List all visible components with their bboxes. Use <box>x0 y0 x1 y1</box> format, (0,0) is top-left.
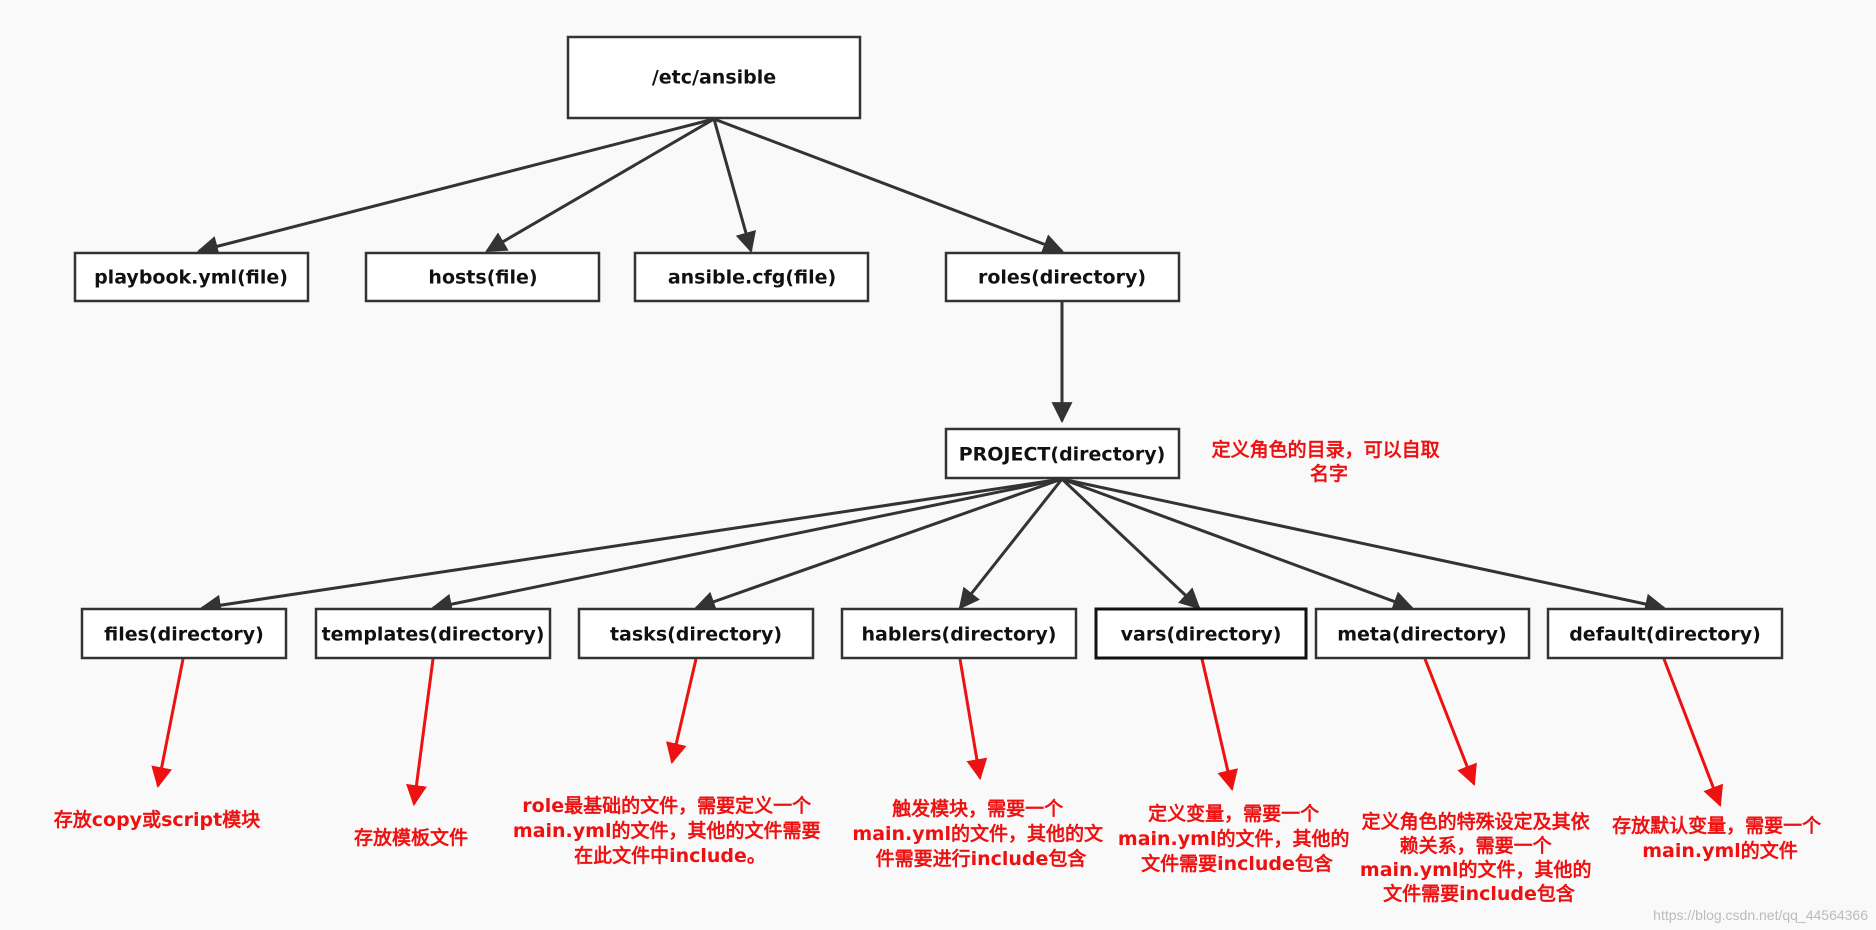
edge-project-tasks <box>694 477 1063 612</box>
node-vars-label: vars(directory) <box>1121 624 1282 646</box>
node-default-label: default(directory) <box>1569 624 1761 646</box>
hablers-note-line: main.yml的文件，其他的文 <box>852 822 1104 845</box>
node-hablers: hablers(directory) <box>840 607 1078 660</box>
node-templates-label: templates(directory) <box>322 624 545 646</box>
note-arrow-hablers <box>958 658 988 781</box>
default-note-line: 存放默认变量，需要一个 <box>1612 814 1822 837</box>
vars-note: 定义变量，需要一个 main.yml的文件，其他的 文件需要include包含 <box>1118 802 1356 875</box>
node-roles-label: roles(directory) <box>978 267 1146 289</box>
node-default: default(directory) <box>1546 607 1784 660</box>
note-arrow-tasks <box>666 658 698 765</box>
node-tasks: tasks(directory) <box>577 607 815 660</box>
node-project-label: PROJECT(directory) <box>959 444 1166 466</box>
tasks-note: role最基础的文件，需要定义一个 main.yml的文件，其他的文件需要 在此… <box>513 794 827 867</box>
node-templates: templates(directory) <box>314 607 552 660</box>
edge-project-templates <box>430 477 1063 615</box>
node-roles: roles(directory) <box>944 251 1181 303</box>
node-ansible-cfg: ansible.cfg(file) <box>633 251 870 303</box>
templates-note: 存放模板文件 <box>354 826 468 849</box>
edge-root-playbook <box>196 117 715 257</box>
project-note-line: 名字 <box>1310 462 1348 485</box>
note-arrow-vars <box>1200 658 1238 792</box>
node-vars: vars(directory) <box>1094 607 1308 660</box>
node-files: files(directory) <box>80 607 288 660</box>
vars-note-line: 定义变量，需要一个 <box>1148 802 1320 825</box>
files-note: 存放copy或script模块 <box>54 808 261 831</box>
tasks-note-line: main.yml的文件，其他的文件需要 <box>513 819 821 842</box>
edge-root-roles <box>713 117 1064 255</box>
hablers-note: 触发模块，需要一个 main.yml的文件，其他的文 件需要进行include包… <box>852 797 1109 870</box>
vars-note-line: 文件需要include包含 <box>1141 852 1334 875</box>
files-note-line: 存放copy或script模块 <box>54 808 261 831</box>
node-root: /etc/ansible <box>566 35 862 120</box>
node-hablers-label: hablers(directory) <box>862 624 1057 646</box>
note-arrow-default <box>1662 658 1724 807</box>
node-root-label: /etc/ansible <box>652 67 776 89</box>
meta-note-line: 文件需要include包含 <box>1383 882 1576 905</box>
edge-root-ansible-cfg <box>712 118 757 254</box>
edge-project-hablers <box>958 478 1064 610</box>
default-note-line: main.yml的文件 <box>1642 839 1798 862</box>
meta-note-line: main.yml的文件，其他的 <box>1360 858 1592 881</box>
node-tasks-label: tasks(directory) <box>610 624 782 646</box>
watermark: https://blog.csdn.net/qq_44564366 <box>1653 907 1868 923</box>
note-arrow-templates <box>406 658 435 807</box>
node-hosts: hosts(file) <box>364 251 601 303</box>
meta-note-line: 赖关系，需要一个 <box>1400 834 1553 857</box>
edge-project-files <box>199 477 1063 616</box>
hablers-note-line: 触发模块，需要一个 <box>892 797 1064 820</box>
node-project: PROJECT(directory) <box>944 427 1181 480</box>
edge-project-vars <box>1060 477 1201 610</box>
meta-note-line: 定义角色的特殊设定及其依 <box>1362 810 1591 833</box>
tasks-note-line: 在此文件中include。 <box>574 844 766 867</box>
vars-note-line: main.yml的文件，其他的 <box>1118 827 1350 850</box>
node-meta-label: meta(directory) <box>1337 624 1506 646</box>
project-note: 定义角色的目录，可以自取 名字 <box>1212 438 1447 485</box>
tasks-note-line: role最基础的文件，需要定义一个 <box>522 794 812 817</box>
node-hosts-label: hosts(file) <box>428 267 537 289</box>
edge-project-default <box>1061 477 1667 615</box>
node-playbook-label: playbook.yml(file) <box>94 267 288 289</box>
note-arrow-meta <box>1423 658 1477 786</box>
project-note-line: 定义角色的目录，可以自取 <box>1212 438 1440 461</box>
edge-project-meta <box>1061 477 1414 612</box>
default-note: 存放默认变量，需要一个 main.yml的文件 <box>1612 814 1828 862</box>
hablers-note-line: 件需要进行include包含 <box>876 847 1088 870</box>
node-files-label: files(directory) <box>104 624 264 646</box>
node-playbook: playbook.yml(file) <box>73 251 310 303</box>
edge-root-hosts <box>485 117 715 253</box>
meta-note: 定义角色的特殊设定及其依 赖关系，需要一个 main.yml的文件，其他的 文件… <box>1360 810 1598 905</box>
node-ansible-cfg-label: ansible.cfg(file) <box>668 267 836 289</box>
node-meta: meta(directory) <box>1314 607 1531 660</box>
note-arrow-files <box>151 658 185 789</box>
templates-note-line: 存放模板文件 <box>354 826 468 849</box>
